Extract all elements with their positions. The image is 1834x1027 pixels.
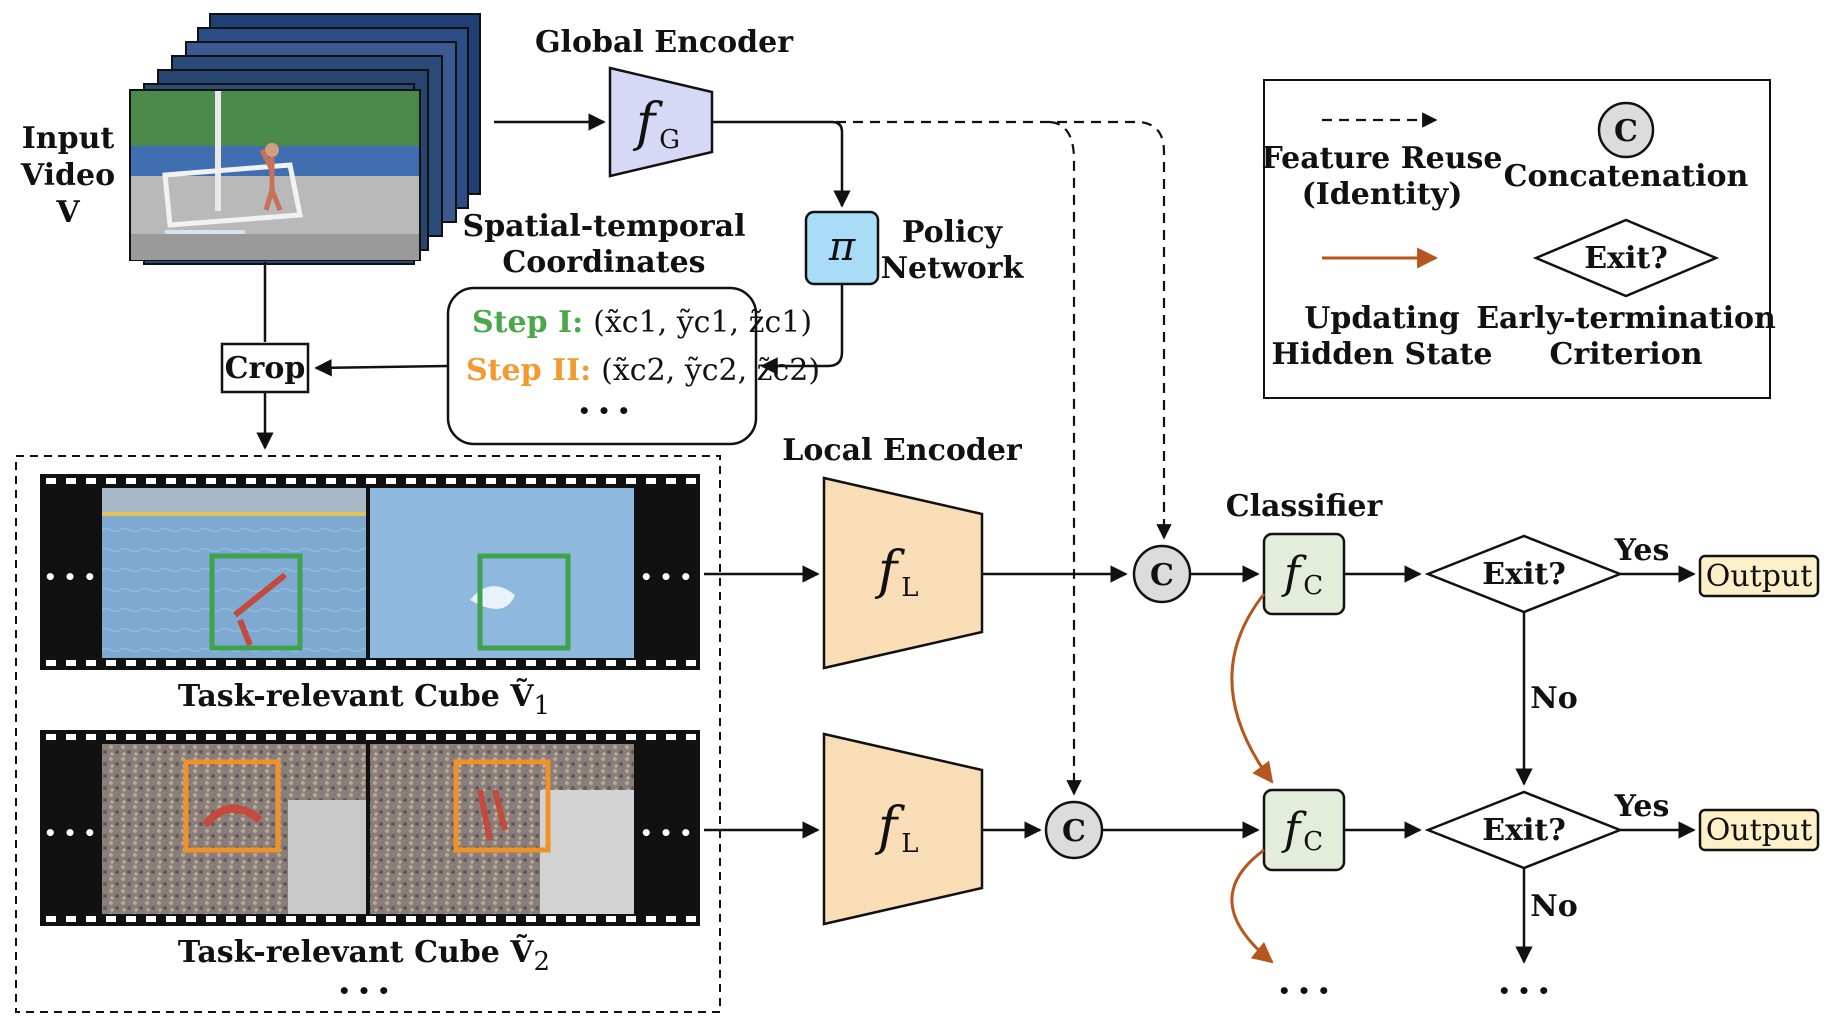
local-encoder-1-sub: L — [901, 573, 918, 603]
output-box-2-label: Output — [1706, 813, 1813, 848]
exit-ellipsis: • • • — [1498, 979, 1550, 1003]
policy-label-line1: Policy — [902, 215, 1004, 250]
legend-exit-diamond — [1532, 218, 1720, 298]
coords-ellipsis: • • • — [578, 399, 630, 423]
film2-bbox-step2b — [453, 759, 551, 853]
exit-diamond-2-label: Exit? — [1482, 813, 1566, 848]
film1-bbox-step1 — [209, 553, 303, 651]
film1-ellipsis-right: • • • — [640, 565, 692, 589]
classifier-title: Classifier — [1226, 489, 1384, 524]
feature-reuse-arrow-1 — [836, 120, 1172, 540]
coords-step2: Step II: (x̃c2, ỹc2, z̃c2) — [466, 353, 820, 388]
legend-concat-label: Concatenation — [1504, 159, 1749, 194]
exit-diamond-1-label: Exit? — [1482, 557, 1566, 592]
crop-label: Crop — [225, 351, 306, 386]
input-label-line1: Input — [22, 121, 115, 156]
legend-feature-reuse-line1: Feature Reuse — [1262, 141, 1503, 176]
film2-ellipsis-right: • • • — [640, 821, 692, 845]
cube2-text: Task-relevant Cube Ṽ — [178, 934, 534, 970]
coords-title-line1: Spatial-temporal — [463, 209, 746, 244]
legend-concat-symbol: C — [1614, 114, 1638, 149]
exit2-yes-label: Yes — [1614, 789, 1670, 824]
classifier-ellipsis: • • • — [1278, 979, 1330, 1003]
film1-ellipsis-left: • • • — [44, 565, 96, 589]
legend-feature-reuse-line2: (Identity) — [1302, 177, 1463, 212]
exit1-yes-label: Yes — [1614, 533, 1670, 568]
classifier-1-sub: C — [1303, 571, 1323, 601]
legend-exit-symbol: Exit? — [1584, 241, 1668, 276]
input-label: Input Video V — [20, 121, 115, 230]
coords-step2-label: Step II: — [466, 353, 591, 388]
global-encoder-title: Global Encoder — [535, 25, 794, 60]
cubes-container — [15, 455, 721, 1013]
coords-step1: Step I: (x̃c1, ỹc1, z̃c1) — [472, 305, 812, 340]
legend-concat-circle — [1597, 101, 1655, 159]
legend-criterion-line1: Early-termination — [1476, 301, 1776, 336]
output-box-2 — [1698, 808, 1820, 852]
global-encoder-shape — [608, 66, 714, 178]
coords-step2-value: (x̃c2, ỹc2, z̃c2) — [601, 353, 820, 388]
legend: Feature Reuse (Identity) C Concatenation… — [1262, 79, 1776, 399]
coords-step1-label: Step I: — [472, 305, 583, 340]
legend-criterion-line2: Criterion — [1549, 337, 1702, 372]
concat-node-1-label: C — [1150, 558, 1174, 593]
cube2-sub: 2 — [534, 947, 551, 977]
film1-frame1 — [102, 488, 366, 658]
legend-updating-line1: Updating — [1304, 301, 1460, 336]
policy-label-line2: Network — [881, 251, 1025, 286]
film2-bbox-step2 — [183, 759, 281, 853]
local-encoder-2-sub: L — [901, 829, 918, 859]
input-video-stack — [129, 13, 481, 265]
output-box-1-label: Output — [1706, 559, 1813, 594]
local-encoder-1 — [822, 476, 984, 670]
input-label-line2: Video — [20, 158, 115, 193]
coords-title-line2: Coordinates — [502, 245, 705, 280]
hidden-state-arrow-2 — [1230, 848, 1274, 964]
cube1-sub: 1 — [534, 691, 551, 721]
film-strip-2: • • • • • • — [40, 730, 700, 926]
feature-reuse-arrow-2 — [1049, 120, 1082, 796]
film-strip-1: • • • • • • — [40, 474, 700, 670]
arrow-global-to-policy — [712, 120, 851, 208]
legend-box — [1263, 79, 1771, 399]
cubes-ellipsis: • • • — [338, 979, 390, 1003]
local-encoder-2 — [822, 732, 984, 926]
input-video-frame — [129, 89, 421, 261]
concat-node-2-label: C — [1062, 814, 1086, 849]
arrow-policy-to-coords — [760, 284, 844, 375]
film1-frame2 — [370, 488, 634, 658]
coords-step1-value: (x̃c1, ỹc1, z̃c1) — [593, 305, 812, 340]
cube2-label: Task-relevant Cube Ṽ2 — [178, 934, 550, 977]
arrow-coords-to-crop — [314, 359, 449, 377]
hidden-state-arrow-1 — [1230, 593, 1274, 784]
cube1-text: Task-relevant Cube Ṽ — [178, 678, 534, 714]
policy-symbol: π — [828, 224, 856, 270]
film1-bbox-step1b — [477, 553, 571, 651]
output-box-1 — [1698, 554, 1820, 598]
legend-updating-line2: Hidden State — [1272, 337, 1493, 372]
cube1-label: Task-relevant Cube Ṽ1 — [178, 678, 550, 721]
exit2-no-label: No — [1530, 889, 1577, 924]
film2-ellipsis-left: • • • — [44, 821, 96, 845]
classifier-2-sub: C — [1303, 827, 1323, 857]
exit1-no-label: No — [1530, 681, 1577, 716]
global-encoder-sub: G — [659, 125, 680, 155]
input-label-line3: V — [55, 195, 80, 230]
local-encoder-title: Local Encoder — [782, 433, 1023, 468]
